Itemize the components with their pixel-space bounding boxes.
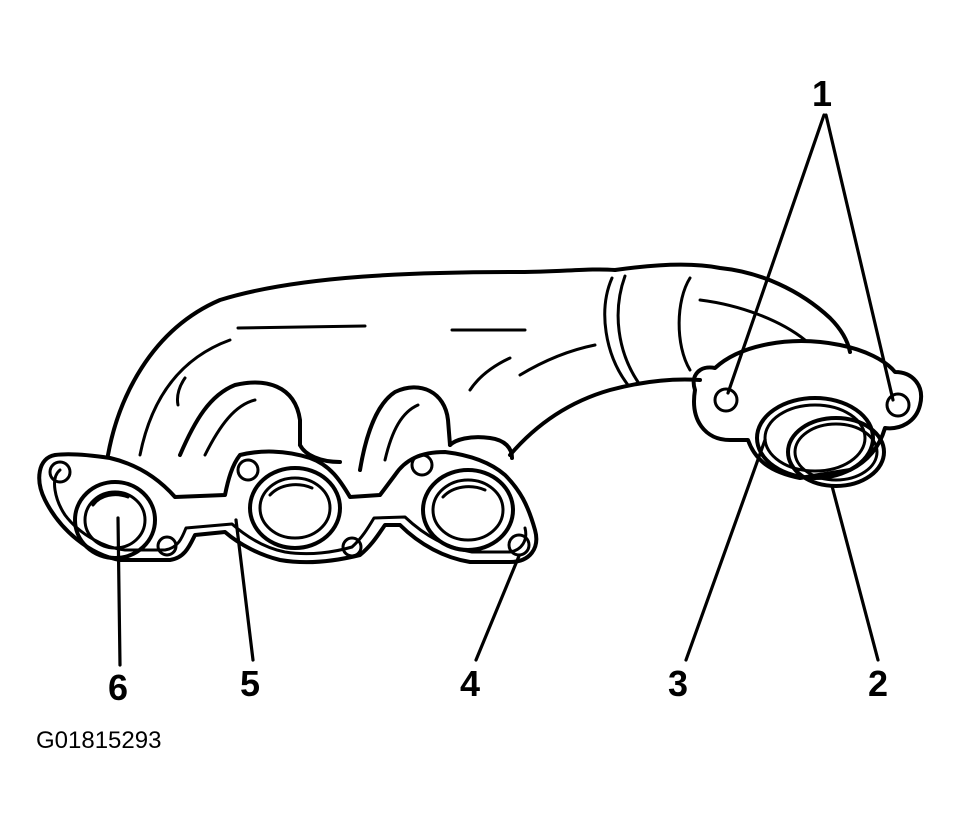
callout-4: 4: [460, 663, 480, 704]
exhaust-port-1: [73, 480, 157, 560]
leader-5: [234, 518, 255, 662]
outlet-flange: [691, 339, 924, 480]
callout-6: 6: [108, 667, 128, 708]
manifold-body: [106, 262, 852, 472]
outlet-gasket-ring: [786, 416, 886, 488]
leader-1b: [824, 113, 895, 402]
exhaust-port-3: [421, 468, 515, 552]
callouts: 1 2 3 4 5 6: [108, 73, 888, 708]
outlet-pipe: [755, 396, 875, 480]
leader-3: [684, 438, 767, 662]
leader-1a: [726, 113, 826, 395]
leader-2: [830, 484, 880, 662]
callout-5: 5: [240, 663, 260, 704]
callout-2: 2: [868, 663, 888, 704]
exhaust-port-2: [248, 466, 342, 550]
leader-4: [474, 554, 521, 662]
callout-1: 1: [812, 73, 832, 114]
callout-3: 3: [668, 663, 688, 704]
figure-id: G01815293: [36, 727, 161, 754]
leader-6: [116, 516, 122, 667]
leader-lines: [116, 113, 895, 667]
